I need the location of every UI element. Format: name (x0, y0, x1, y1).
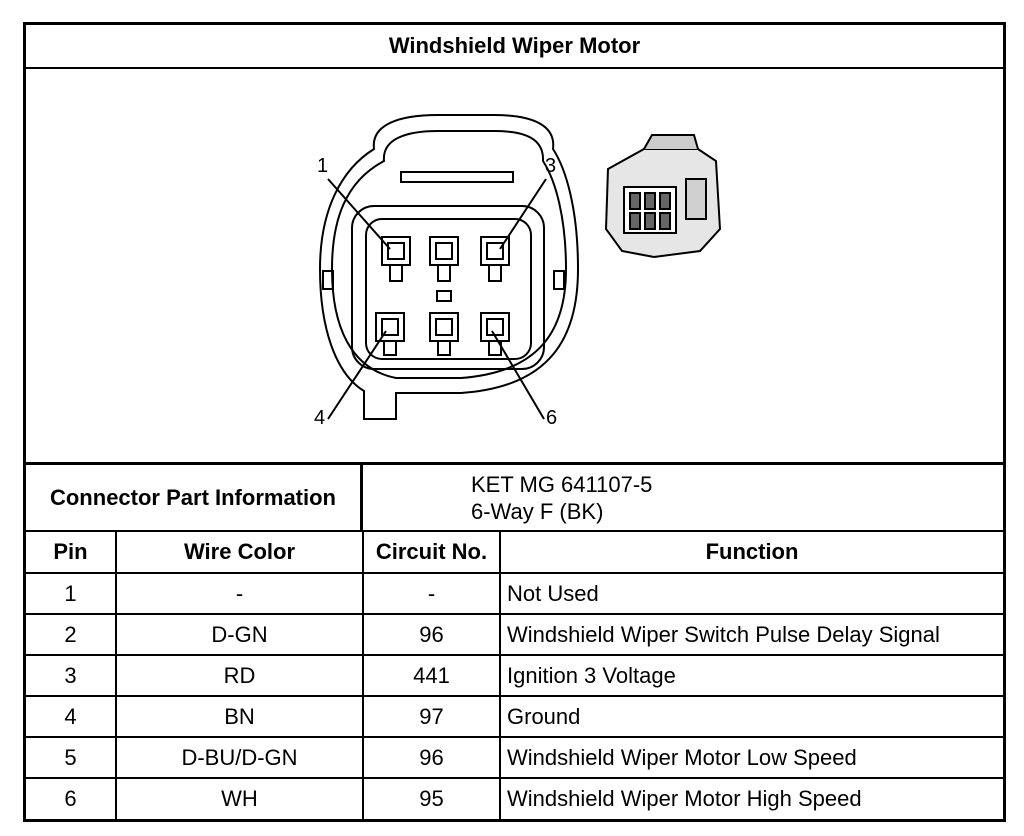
cell-pin: 3 (26, 654, 117, 697)
cell-pin: 6 (26, 777, 117, 819)
cell-circuit: 96 (362, 613, 501, 656)
header-circuit: Circuit No. (362, 532, 501, 574)
connector-info-row: Connector Part Information KET MG 641107… (26, 462, 1003, 532)
connector-info-value: KET MG 641107-5 6-Way F (BK) (363, 465, 1003, 530)
page-title: Windshield Wiper Motor (26, 25, 1003, 69)
cell-function: Windshield Wiper Motor Low Speed (499, 736, 1003, 779)
cell-wire-color: WH (115, 777, 364, 819)
cell-circuit: 97 (362, 695, 501, 738)
cell-wire-color: - (115, 572, 364, 615)
cell-wire-color: D-BU/D-GN (115, 736, 364, 779)
cell-function: Not Used (499, 572, 1003, 615)
connector-description: 6-Way F (BK) (471, 498, 604, 524)
table-row: 4 BN 97 Ground (26, 695, 1003, 738)
cell-function: Windshield Wiper Switch Pulse Delay Sign… (499, 613, 1003, 656)
connector-info-label: Connector Part Information (26, 465, 363, 530)
table-row: 3 RD 441 Ignition 3 Voltage (26, 654, 1003, 697)
cell-pin: 4 (26, 695, 117, 738)
part-number: KET MG 641107-5 (471, 471, 653, 497)
pin-callout-6: 6 (546, 407, 558, 429)
table-row: 1 - - Not Used (26, 572, 1003, 615)
header-function: Function (499, 532, 1003, 574)
connector-sheet: Windshield Wiper Motor (23, 22, 1006, 822)
pin-table: Pin Wire Color Circuit No. Function 1 - … (26, 532, 1003, 819)
connector-diagram: 1 3 4 6 (26, 69, 1003, 462)
cell-circuit: 441 (362, 654, 501, 697)
cell-function: Ground (499, 695, 1003, 738)
header-pin: Pin (26, 532, 117, 574)
connector-face-drawing-icon (318, 114, 722, 420)
cell-wire-color: RD (115, 654, 364, 697)
table-row: 6 WH 95 Windshield Wiper Motor High Spee… (26, 777, 1003, 819)
cell-circuit: 96 (362, 736, 501, 779)
table-row: 5 D-BU/D-GN 96 Windshield Wiper Motor Lo… (26, 736, 1003, 779)
cell-circuit: - (362, 572, 501, 615)
connector-photo-icon (604, 134, 722, 259)
pin-callout-1: 1 (317, 155, 329, 177)
cell-pin: 1 (26, 572, 117, 615)
cell-pin: 5 (26, 736, 117, 779)
table-header-row: Pin Wire Color Circuit No. Function (26, 532, 1003, 574)
pin-callout-4: 4 (314, 407, 326, 429)
header-wire-color: Wire Color (115, 532, 364, 574)
cell-function: Windshield Wiper Motor High Speed (499, 777, 1003, 819)
pin-callout-3: 3 (545, 155, 557, 177)
cell-wire-color: D-GN (115, 613, 364, 656)
cell-circuit: 95 (362, 777, 501, 819)
cell-wire-color: BN (115, 695, 364, 738)
table-row: 2 D-GN 96 Windshield Wiper Switch Pulse … (26, 613, 1003, 656)
cell-pin: 2 (26, 613, 117, 656)
cell-function: Ignition 3 Voltage (499, 654, 1003, 697)
